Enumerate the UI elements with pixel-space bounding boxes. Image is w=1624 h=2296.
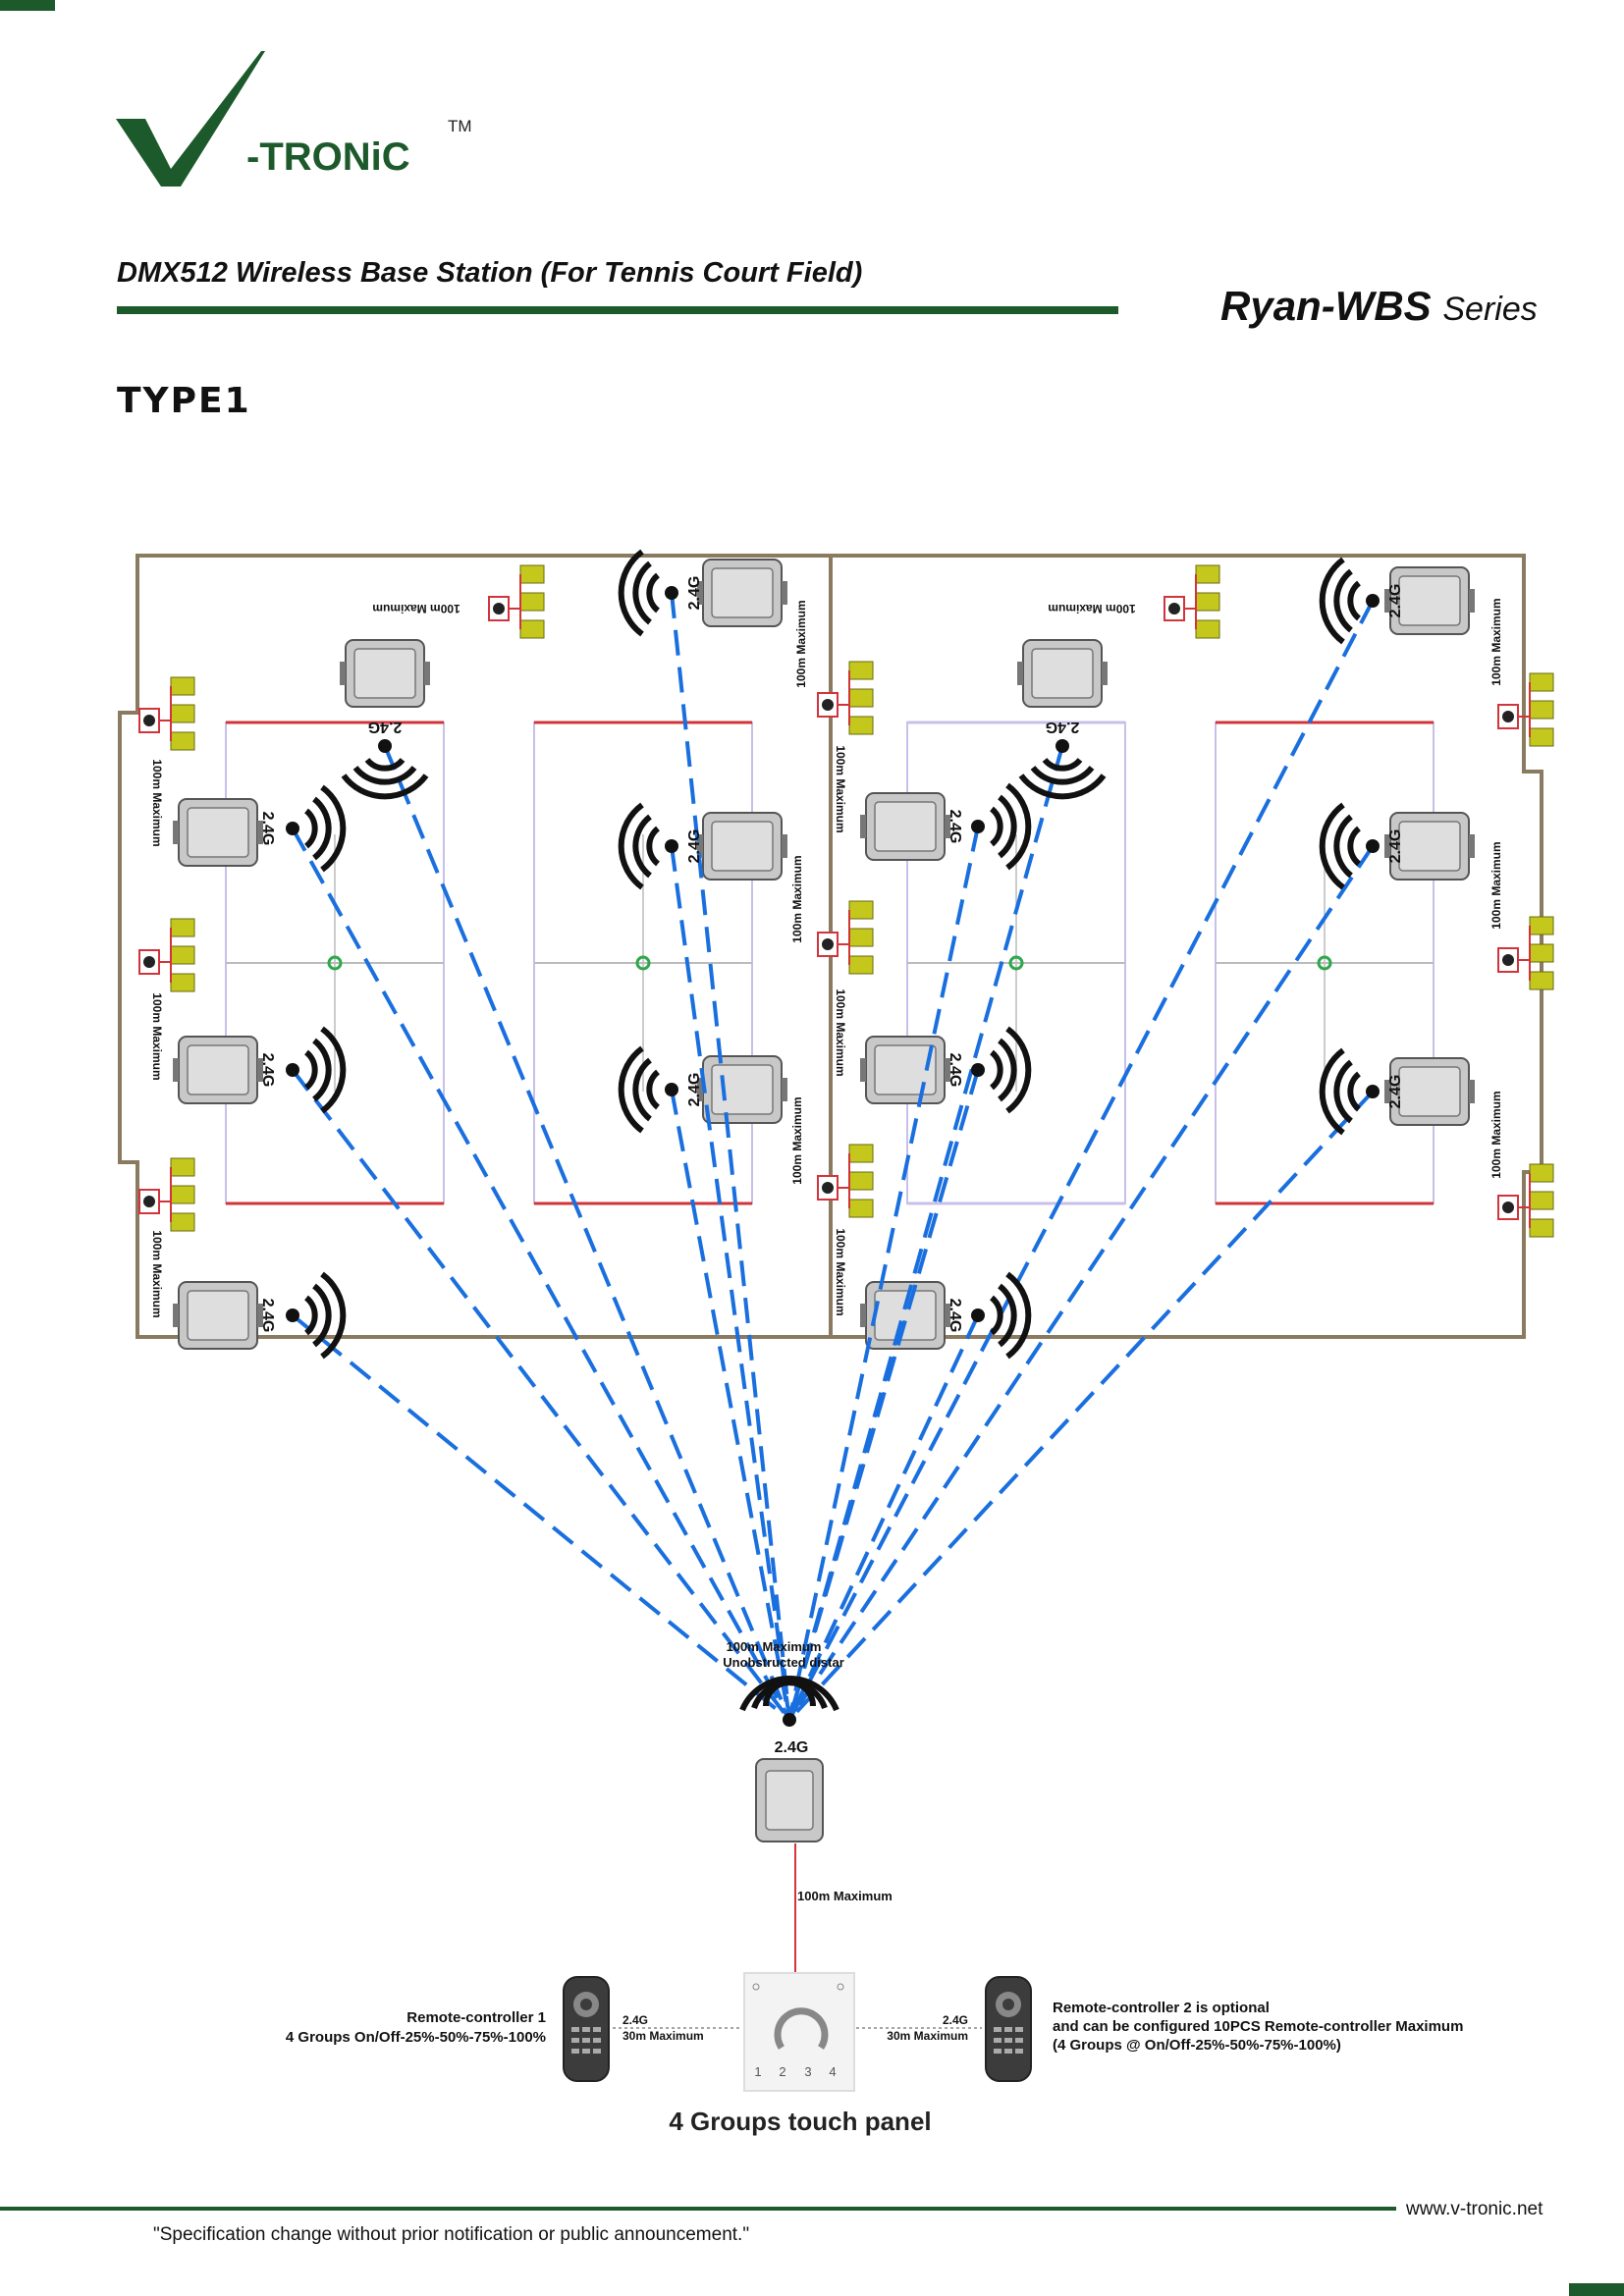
wireless-links (291, 592, 1375, 1722)
tennis-court-3 (906, 721, 1126, 1205)
base-station (696, 559, 788, 627)
corner-accent-bottom (1569, 2283, 1624, 2296)
touch-panel-group-4: 4 (829, 2064, 836, 2079)
touch-panel-group-2: 2 (779, 2064, 785, 2079)
remote2-link-signal: 2.4G (943, 2013, 968, 2027)
corner-accent-top (0, 0, 55, 11)
hub-signal-icon (739, 1676, 839, 1727)
signal-label: 2.4G (259, 1053, 276, 1088)
base-station (172, 798, 264, 867)
wire-distance-label: 100m Maximum (790, 1096, 804, 1184)
remote2-line3: (4 Groups @ On/Off-25%-50%-75%-100%) (1053, 2037, 1341, 2054)
base-station (1016, 639, 1109, 708)
touch-panel (743, 1972, 855, 2092)
page-subtitle: DMX512 Wireless Base Station (For Tennis… (117, 257, 863, 289)
remote2-line2: and can be configured 10PCS Remote-contr… (1053, 2018, 1463, 2035)
header-divider (117, 306, 1118, 314)
footer-divider (0, 2207, 1396, 2211)
dimmer-ring-icon (774, 2007, 829, 2050)
signal-label: 2.4G (1387, 829, 1404, 864)
wire-distance-label: 100m Maximum (834, 988, 847, 1076)
signal-label: 2.4G (1387, 1075, 1404, 1109)
base-station (172, 1036, 264, 1104)
signal-label: 2.4G (947, 810, 963, 844)
signal-label: 2.4G (686, 829, 703, 864)
touch-panel-caption: 4 Groups touch panel (669, 2107, 931, 2136)
wire-distance-label: 100m Maximum (790, 855, 804, 942)
signal-label: 2.4G (259, 1299, 276, 1333)
wire-distance-label: 100m Maximum (834, 1228, 847, 1315)
series-suffix: Series (1442, 291, 1538, 328)
wire-distance-label: 100m Maximum (1048, 602, 1135, 615)
tennis-court-2 (533, 721, 753, 1205)
touch-panel-group-3: 3 (804, 2064, 811, 2079)
signal-label: 2.4G (686, 1073, 703, 1107)
series-title: Ryan-WBS Series (1220, 283, 1538, 330)
brand-name: -TRONiC (246, 135, 410, 179)
remote-controller-2 (985, 1976, 1032, 2082)
remote1-link-distance: 30m Maximum (623, 2029, 704, 2043)
v-tronic-logo: -TRONiC TM (116, 51, 472, 187)
tennis-court-4 (1215, 721, 1435, 1205)
checkmark-icon (116, 51, 265, 187)
wiring-diagram: 2.4G 2.4G 2.4G 2.4G 2.4G 2.4G 2.4G 2.4G … (118, 530, 1554, 2136)
panel-wire-label: 100m Maximum (797, 1889, 893, 1903)
wire-distance-label: 100m Maximum (372, 602, 460, 615)
signal-label: 2.4G (1387, 584, 1404, 618)
series-name: Ryan-WBS (1220, 283, 1432, 329)
footer-disclaimer: "Specification change without prior noti… (153, 2224, 750, 2245)
trademark-symbol: TM (448, 117, 472, 135)
hub-base-station (755, 1758, 824, 1842)
signal-label: 2.4G (686, 576, 703, 611)
remote2-line1: Remote-controller 2 is optional (1053, 2000, 1270, 2016)
base-station (696, 1055, 788, 1124)
wire-distance-label: 100m Maximum (150, 1230, 164, 1317)
hub-distance-sublabel: Unobstructed distar (723, 1655, 844, 1670)
base-station (339, 639, 431, 708)
hub-distance-label: 100m Maximum (727, 1639, 822, 1654)
tennis-court-1 (225, 721, 445, 1205)
base-station (859, 792, 951, 861)
type-heading: TYPE1 (117, 381, 251, 421)
signal-label: 2.4G (259, 812, 276, 846)
remote-controller-1 (563, 1976, 610, 2082)
remote2-link-distance: 30m Maximum (887, 2029, 968, 2043)
base-station (172, 1281, 264, 1350)
hub-signal-label: 2.4G (775, 1739, 809, 1756)
remote1-title: Remote-controller 1 (406, 2009, 546, 2026)
wire-distance-label: 100m Maximum (794, 600, 808, 687)
base-station (696, 812, 788, 881)
wire-distance-label: 100m Maximum (1489, 1091, 1503, 1178)
wire-distance-label: 100m Maximum (834, 745, 847, 832)
signal-label: 2.4G (947, 1053, 963, 1088)
remote1-link-signal: 2.4G (623, 2013, 648, 2027)
signal-label: 2.4G (1046, 719, 1080, 735)
touch-panel-group-1: 1 (754, 2064, 761, 2079)
signal-label: 2.4G (368, 719, 403, 735)
wire-distance-label: 100m Maximum (150, 992, 164, 1080)
wire-distance-label: 100m Maximum (1489, 841, 1503, 929)
remote1-groups: 4 Groups On/Off-25%-50%-75%-100% (286, 2029, 546, 2046)
website-link[interactable]: www.v-tronic.net (1406, 2199, 1543, 2219)
wire-distance-label: 100m Maximum (1489, 598, 1503, 685)
base-station (859, 1036, 951, 1104)
signal-label: 2.4G (947, 1299, 963, 1333)
wire-distance-label: 100m Maximum (150, 759, 164, 846)
